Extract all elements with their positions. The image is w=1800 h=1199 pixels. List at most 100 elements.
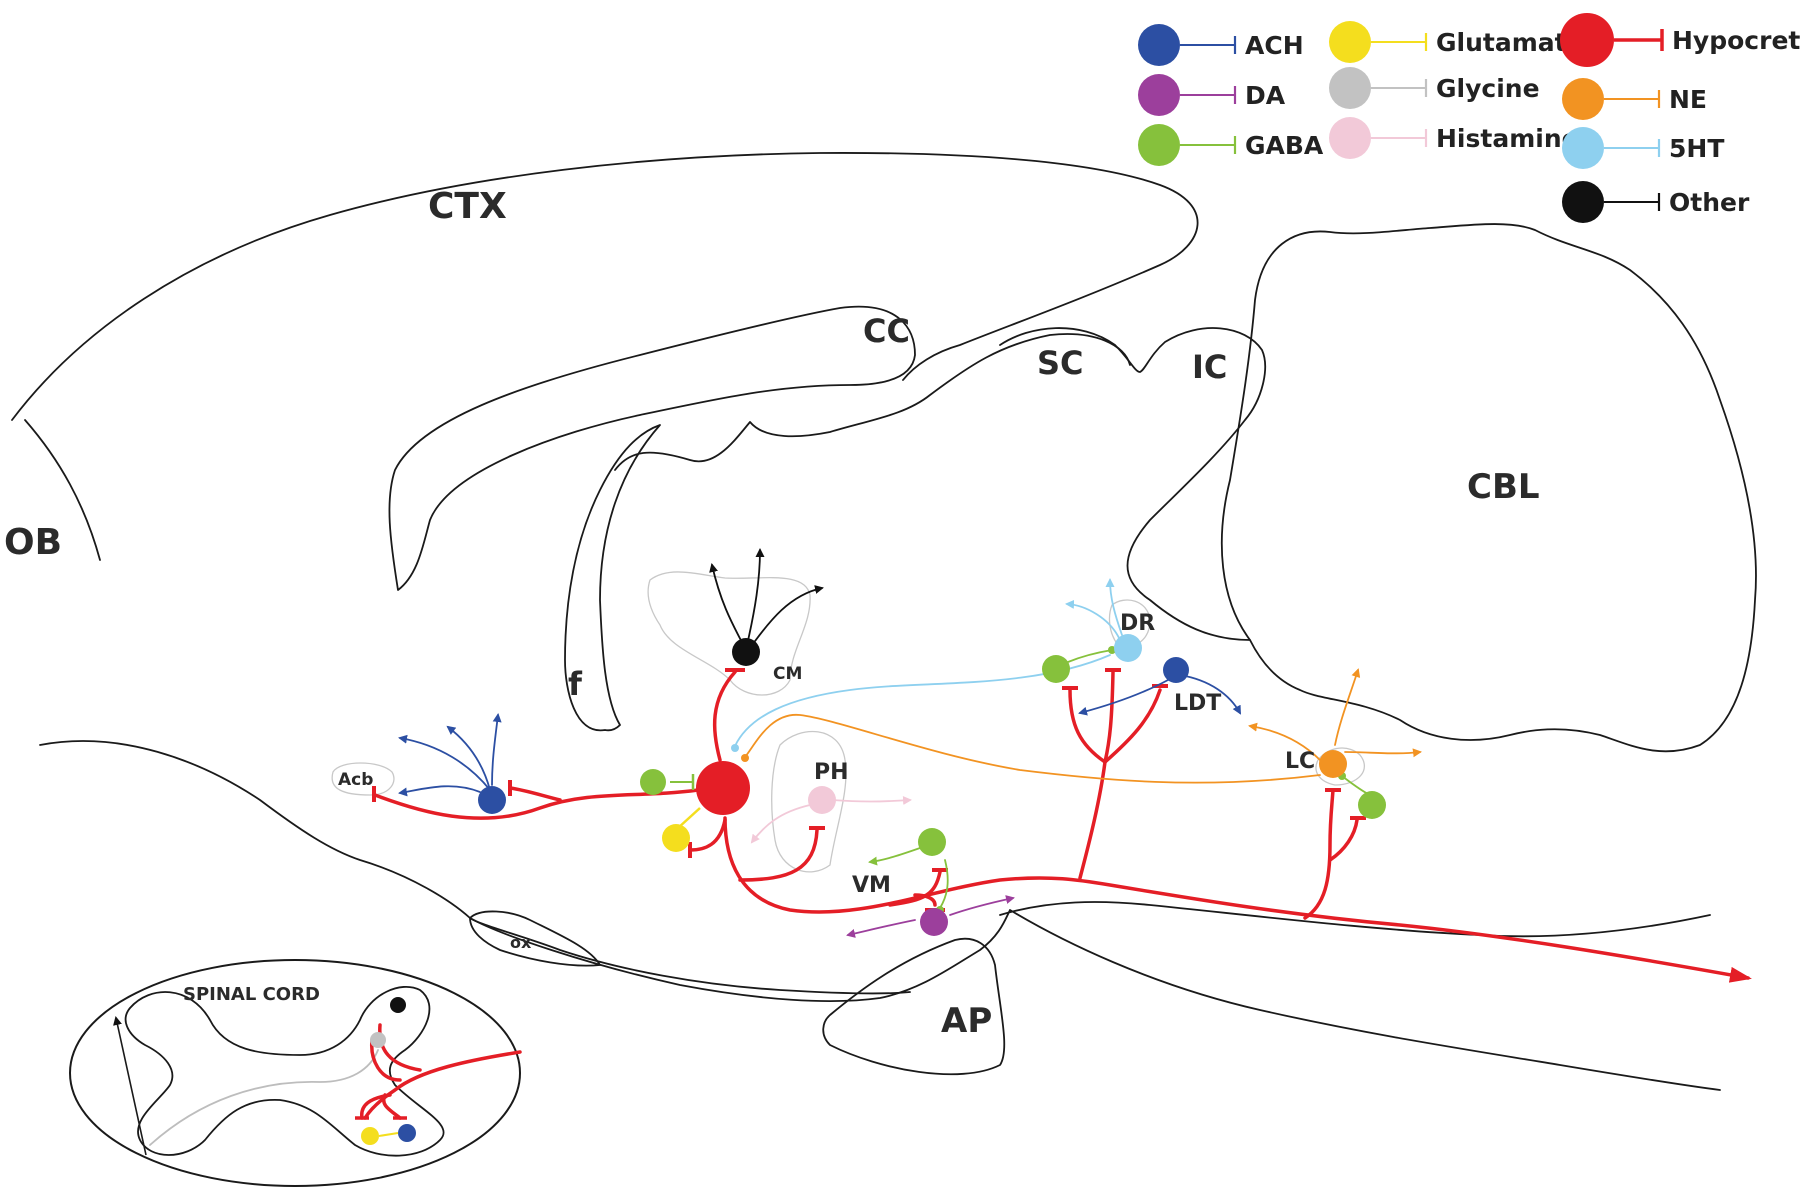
thalamus-outline bbox=[614, 333, 1131, 471]
legend-label-other: Other bbox=[1669, 188, 1750, 217]
basal-forebrain-ach-neuron bbox=[478, 786, 506, 814]
label-dr: DR bbox=[1120, 611, 1155, 636]
legend-item-other: Other bbox=[1562, 181, 1750, 223]
region-labels: CTX CC SC IC CBL OB f AP ox bbox=[4, 186, 1540, 1041]
label-ox: ox bbox=[510, 933, 532, 952]
hcrt-to-da bbox=[913, 893, 937, 907]
inset-central-canal bbox=[149, 1049, 379, 1146]
inset-glutamate-neuron bbox=[361, 1127, 379, 1145]
legend-item-ne: NE bbox=[1562, 78, 1707, 120]
legend-label-ach: ACH bbox=[1245, 31, 1304, 60]
inset-hcrt-axon bbox=[363, 1050, 522, 1120]
hcrt-to-ph bbox=[738, 828, 819, 882]
hcrt-to-lc bbox=[1303, 788, 1335, 920]
label-f: f bbox=[568, 665, 583, 703]
da-arrow-left bbox=[846, 919, 916, 938]
label-ob: OB bbox=[4, 522, 62, 563]
cortex-outline bbox=[11, 152, 1199, 421]
hypocretin-projections bbox=[372, 668, 1752, 983]
nucleus-outlines bbox=[331, 571, 1366, 873]
legend-item-gaba: GABA bbox=[1138, 124, 1324, 166]
cm-arrow-2 bbox=[746, 548, 765, 646]
inset-other-neuron bbox=[390, 997, 406, 1013]
label-acb: Acb bbox=[338, 770, 373, 790]
ox-outline bbox=[469, 910, 601, 967]
his-arrow-left bbox=[750, 804, 811, 844]
lc-ne-neuron bbox=[1319, 750, 1347, 778]
legend-item-ach: ACH bbox=[1138, 24, 1304, 66]
vm-gaba-to-da bbox=[939, 859, 949, 909]
hcrt-descending-axon bbox=[723, 816, 1752, 983]
legend-label-gaba: GABA bbox=[1245, 131, 1324, 160]
dr-5ht-neuron bbox=[1114, 634, 1142, 662]
inset-hcrt-branch-4 bbox=[382, 1093, 402, 1120]
legend-label-da: DA bbox=[1245, 81, 1286, 110]
cm-outline bbox=[647, 571, 811, 696]
hcrt-dr-branch-b bbox=[1103, 670, 1115, 764]
legend-item-glutamate: Glutamate bbox=[1329, 21, 1584, 63]
label-ldt: LDT bbox=[1174, 691, 1221, 716]
legend-swatch-ach bbox=[1138, 24, 1180, 66]
ne-arrow-right bbox=[1344, 748, 1422, 758]
hcrt-dr-branch-a bbox=[1068, 688, 1107, 764]
ne-arrow-up bbox=[1334, 668, 1361, 746]
brain-outline bbox=[11, 152, 1757, 1091]
legend-label-histamine: Histamine bbox=[1436, 124, 1579, 153]
ldt-ach-neuron bbox=[1163, 657, 1189, 683]
hcrt-to-dr-ldt bbox=[1078, 760, 1107, 880]
label-sc: SC bbox=[1037, 344, 1084, 382]
hcrt-to-lc-gaba bbox=[1328, 818, 1359, 862]
vm-gaba-arrow bbox=[868, 847, 921, 866]
cbl-outline bbox=[1220, 223, 1757, 753]
label-ctx: CTX bbox=[428, 186, 507, 227]
inset-hcrt-branch-1 bbox=[378, 1023, 422, 1072]
brainstem-outline bbox=[39, 740, 911, 995]
legend-label-glutamate: Glutamate bbox=[1436, 28, 1584, 57]
other-projections bbox=[398, 548, 1422, 938]
colliculi-outline bbox=[999, 327, 1266, 641]
label-cm: CM bbox=[773, 664, 802, 684]
gaba-neuron-local bbox=[640, 769, 666, 795]
legend-label-glycine: Glycine bbox=[1436, 74, 1540, 103]
inset-glycine-neuron bbox=[370, 1032, 386, 1048]
inset-glu-to-ach bbox=[378, 1132, 399, 1137]
ne-to-hcrt bbox=[744, 714, 1321, 784]
legend-swatch-glycine bbox=[1329, 67, 1371, 109]
vm-gaba-neuron bbox=[918, 828, 946, 856]
legend-label-ne: NE bbox=[1669, 85, 1707, 114]
ph-histamine-neuron bbox=[808, 786, 836, 814]
hcrt-to-cm bbox=[712, 670, 737, 762]
legend-item-glycine: Glycine bbox=[1329, 67, 1540, 109]
label-lc: LC bbox=[1285, 749, 1315, 774]
5ht-arrow-up-left bbox=[1065, 599, 1121, 641]
spinal-cord-ellipse bbox=[69, 959, 521, 1187]
cc-outline bbox=[388, 305, 916, 591]
hcrt-to-glu bbox=[688, 818, 727, 852]
ph-outline bbox=[771, 730, 847, 873]
inset-ascending-arrow bbox=[113, 1016, 147, 1156]
da-arrow-right bbox=[949, 895, 1015, 916]
legend-swatch-other bbox=[1562, 181, 1604, 223]
gaba-to-lc bbox=[1341, 775, 1371, 796]
label-spinal-cord: SPINAL CORD bbox=[183, 984, 320, 1005]
neurons bbox=[478, 634, 1386, 936]
legend-label-5ht: 5HT bbox=[1669, 134, 1724, 163]
legend-item-hypocretin: Hypocretin bbox=[1560, 13, 1800, 67]
legend-swatch-gaba bbox=[1138, 124, 1180, 166]
label-ic: IC bbox=[1192, 348, 1227, 386]
inset-ach-neuron bbox=[398, 1124, 416, 1142]
ldt-arrow-right bbox=[1179, 674, 1241, 715]
legend-item-da: DA bbox=[1138, 74, 1286, 116]
glu-to-hcrt bbox=[677, 807, 701, 829]
legend-label-hypocretin: Hypocretin bbox=[1672, 26, 1800, 55]
hypocretin-cell-body bbox=[696, 761, 750, 815]
his-arrow-right bbox=[831, 795, 912, 805]
legend-swatch-hypocretin bbox=[1560, 13, 1614, 67]
label-cc: CC bbox=[863, 312, 910, 350]
5ht-terminal bbox=[731, 744, 739, 752]
acb-outline bbox=[331, 762, 395, 796]
legend-item-histamine: Histamine bbox=[1329, 117, 1579, 159]
label-ph: PH bbox=[814, 760, 849, 785]
